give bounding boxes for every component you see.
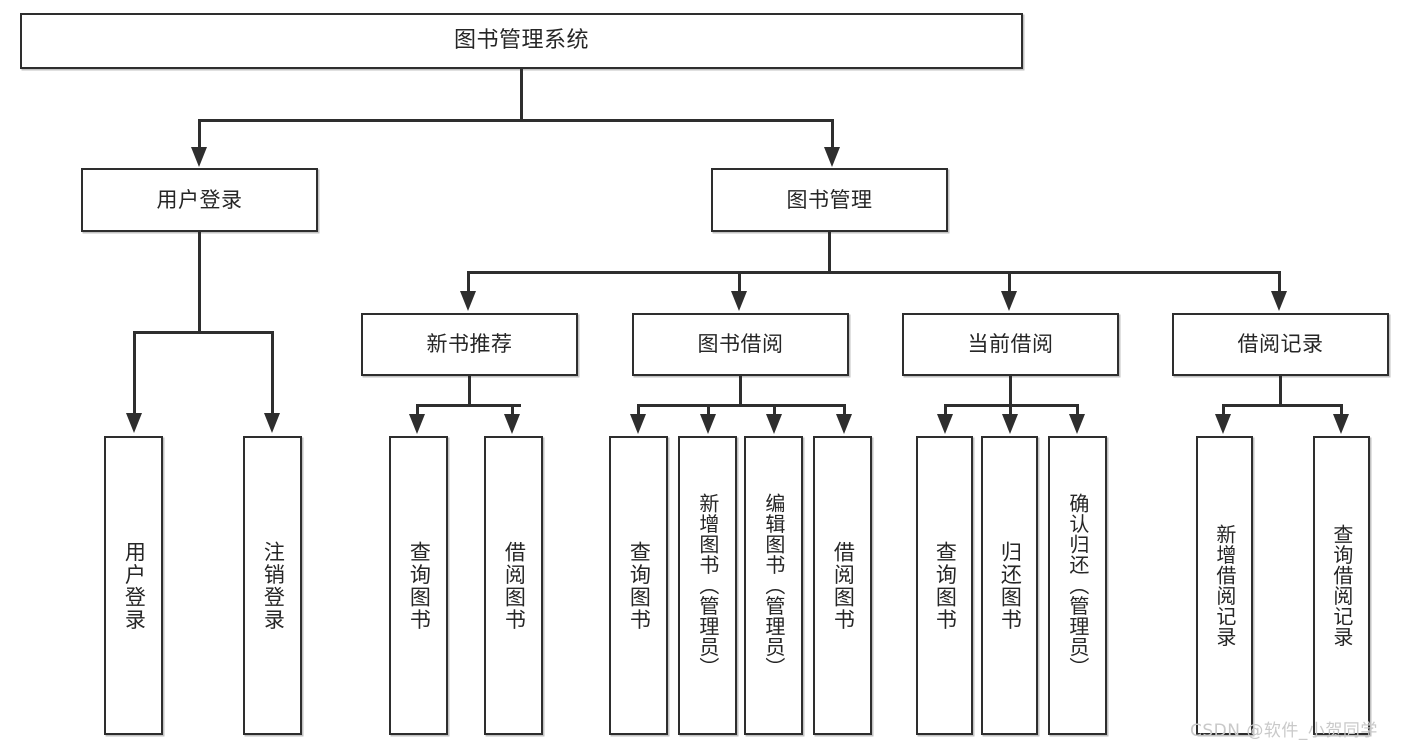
leaf-current-borrow-query[interactable]: 查询图书	[916, 436, 973, 735]
connector-current-borrow-to-leaf-1	[1009, 404, 1012, 417]
arrowhead-book-borrow-to-leaf-3	[836, 414, 852, 434]
connector-book-mgmt-stem	[828, 232, 831, 273]
node-label: 图书借阅	[697, 332, 784, 357]
connector-root-to-book-mgmt	[831, 119, 834, 149]
csdn-watermark: CSDN @软件_小贺同学	[1190, 721, 1378, 741]
node-label: 借阅图书	[831, 540, 856, 631]
arrowhead-current-borrow-to-leaf-1	[1002, 414, 1018, 434]
arrowhead-root-to-user-login	[191, 147, 207, 167]
node-label: 用户登录	[122, 540, 147, 631]
connector-borrow-record-bus	[1222, 404, 1342, 407]
arrowhead-book-mgmt-to-l3-0	[460, 291, 476, 311]
node-current-borrow[interactable]: 当前借阅	[902, 313, 1119, 376]
arrowhead-user-login-to-leaf-0	[126, 413, 142, 433]
connector-book-mgmt-to-l3-0	[467, 271, 470, 293]
arrowhead-book-borrow-to-leaf-0	[630, 414, 646, 434]
node-label: 借阅记录	[1237, 332, 1324, 357]
connector-book-borrow-stem	[739, 376, 742, 407]
connector-book-borrow-to-leaf-3	[843, 404, 846, 417]
arrowhead-new-book-to-leaf-1	[504, 414, 520, 434]
node-borrow-record[interactable]: 借阅记录	[1172, 313, 1389, 376]
connector-user-login-stem	[198, 232, 201, 333]
arrowhead-user-login-to-leaf-1	[264, 413, 280, 433]
arrowhead-borrow-record-to-leaf-0	[1215, 414, 1231, 434]
node-book-borrow[interactable]: 图书借阅	[632, 313, 849, 376]
node-label: 确认归还（管理员）	[1065, 493, 1090, 678]
connector-borrow-record-to-leaf-0	[1222, 404, 1225, 417]
node-book-management[interactable]: 图书管理	[711, 168, 948, 232]
connector-user-login-bus	[133, 331, 273, 334]
arrowhead-current-borrow-to-leaf-2	[1069, 414, 1085, 434]
leaf-new-book-query[interactable]: 查询图书	[389, 436, 448, 735]
leaf-borrow-record-add[interactable]: 新增借阅记录	[1196, 436, 1253, 735]
connector-current-borrow-stem	[1009, 376, 1012, 407]
connector-book-borrow-to-leaf-2	[773, 404, 776, 417]
connector-root-bus	[198, 119, 834, 122]
node-user-login[interactable]: 用户登录	[81, 168, 318, 232]
leaf-book-borrow-add[interactable]: 新增图书（管理员）	[678, 436, 737, 735]
connector-borrow-record-to-leaf-1	[1340, 404, 1343, 417]
node-label: 编辑图书（管理员）	[761, 493, 786, 678]
node-label: 查询图书	[933, 540, 958, 631]
node-label: 归还图书	[998, 540, 1023, 631]
connector-book-mgmt-bus	[467, 271, 1280, 274]
arrowhead-book-borrow-to-leaf-2	[766, 414, 782, 434]
connector-new-book-to-leaf-1	[511, 404, 514, 417]
connector-current-borrow-bus	[944, 404, 1079, 407]
arrowhead-current-borrow-to-leaf-0	[937, 414, 953, 434]
connector-borrow-record-stem	[1279, 376, 1282, 407]
arrowhead-book-mgmt-to-l3-2	[1001, 291, 1017, 311]
leaf-user-login-login[interactable]: 用户登录	[104, 436, 163, 735]
connector-current-borrow-to-leaf-2	[1076, 404, 1079, 417]
leaf-current-borrow-confirm-return[interactable]: 确认归还（管理员）	[1048, 436, 1107, 735]
node-label: 查询借阅记录	[1329, 524, 1354, 647]
node-label: 图书管理系统	[453, 28, 589, 54]
node-label: 借阅图书	[502, 540, 527, 631]
arrowhead-root-to-book-mgmt	[824, 147, 840, 167]
connector-current-borrow-to-leaf-0	[944, 404, 947, 417]
node-label: 新增借阅记录	[1212, 524, 1237, 647]
connector-book-borrow-to-leaf-1	[707, 404, 710, 417]
connector-book-mgmt-to-l3-1	[738, 271, 741, 293]
connector-new-book-stem	[468, 376, 471, 407]
connector-user-login-to-leaf-0	[133, 331, 136, 415]
connector-root-stem	[520, 69, 523, 121]
arrowhead-new-book-to-leaf-0	[409, 414, 425, 434]
connector-book-borrow-bus	[637, 404, 845, 407]
connector-root-to-user-login	[198, 119, 201, 149]
leaf-user-login-logout[interactable]: 注销登录	[243, 436, 302, 735]
leaf-book-borrow-query[interactable]: 查询图书	[609, 436, 668, 735]
node-label: 注销登录	[261, 540, 286, 631]
leaf-book-borrow-borrow[interactable]: 借阅图书	[813, 436, 872, 735]
node-new-book-recommend[interactable]: 新书推荐	[361, 313, 578, 376]
node-label: 查询图书	[627, 540, 652, 631]
node-label: 当前借阅	[967, 332, 1054, 357]
node-label: 查询图书	[407, 540, 432, 631]
arrowhead-book-borrow-to-leaf-1	[700, 414, 716, 434]
arrowhead-borrow-record-to-leaf-1	[1333, 414, 1349, 434]
node-root-system[interactable]: 图书管理系统	[20, 13, 1023, 69]
node-label: 图书管理	[786, 187, 873, 212]
connector-new-book-to-leaf-0	[416, 404, 419, 417]
connector-user-login-to-leaf-1	[271, 331, 274, 415]
arrowhead-book-mgmt-to-l3-1	[731, 291, 747, 311]
connector-book-borrow-to-leaf-0	[637, 404, 640, 417]
leaf-borrow-record-query[interactable]: 查询借阅记录	[1313, 436, 1370, 735]
connector-book-mgmt-to-l3-2	[1008, 271, 1011, 293]
leaf-book-borrow-edit[interactable]: 编辑图书（管理员）	[744, 436, 803, 735]
node-label: 用户登录	[156, 187, 243, 212]
connector-new-book-bus	[416, 404, 521, 407]
connector-book-mgmt-to-l3-3	[1278, 271, 1281, 293]
leaf-current-borrow-return[interactable]: 归还图书	[981, 436, 1038, 735]
node-label: 新书推荐	[426, 332, 513, 357]
node-label: 新增图书（管理员）	[695, 493, 720, 678]
arrowhead-book-mgmt-to-l3-3	[1271, 291, 1287, 311]
leaf-new-book-borrow[interactable]: 借阅图书	[484, 436, 543, 735]
